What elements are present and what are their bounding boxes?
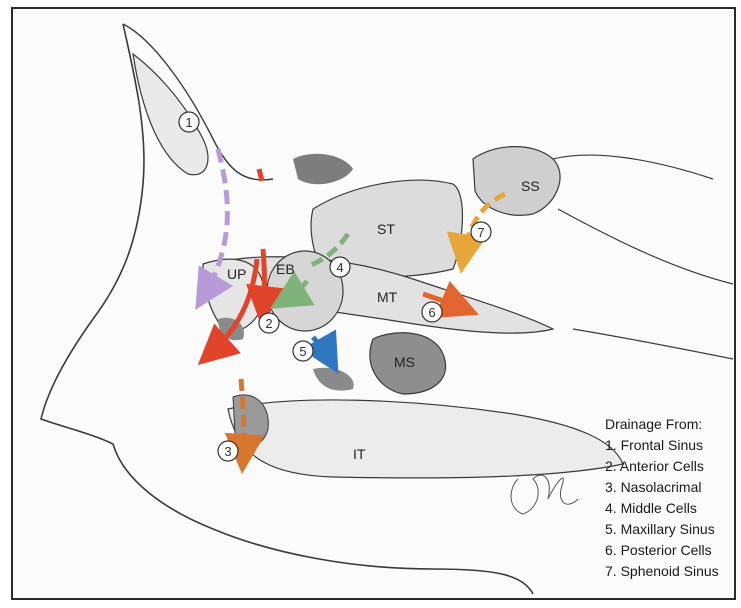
marker-6: 6 bbox=[422, 302, 442, 322]
illustration-frame: 1 2 3 4 5 6 7 ST SS UP EB MT MS IT Drain… bbox=[11, 7, 736, 600]
dark-cavity-1 bbox=[293, 154, 353, 184]
marker-7-text: 7 bbox=[477, 225, 484, 240]
anterior-drainage-arrow-1 bbox=[263, 249, 265, 311]
drainage-legend: Drainage From: 1. Frontal Sinus 2. Anter… bbox=[605, 414, 719, 582]
label-superior-turbinate: ST bbox=[377, 221, 395, 237]
marker-4-text: 4 bbox=[336, 260, 343, 275]
legend-item-sphenoid: 7. Sphenoid Sinus bbox=[605, 561, 719, 582]
legend-title: Drainage From: bbox=[605, 414, 719, 435]
marker-7: 7 bbox=[471, 222, 491, 242]
nasolacrimal-drainage-arrow bbox=[241, 379, 244, 459]
legend-item-nasolacrimal: 3. Nasolacrimal bbox=[605, 477, 719, 498]
nasolacrimal-opening-shape bbox=[233, 395, 268, 446]
posterior-skull-outline bbox=[553, 155, 733, 359]
artist-signature bbox=[511, 475, 578, 514]
marker-5: 5 bbox=[293, 341, 313, 361]
marker-2: 2 bbox=[259, 313, 279, 333]
inferior-turbinate-shape bbox=[228, 400, 623, 478]
marker-3: 3 bbox=[218, 441, 238, 461]
anterior-drainage-arrow-3 bbox=[259, 169, 262, 181]
label-sphenoid-sinus: SS bbox=[521, 178, 540, 194]
legend-item-frontal: 1. Frontal Sinus bbox=[605, 435, 719, 456]
marker-6-text: 6 bbox=[428, 305, 435, 320]
legend-item-maxillary: 5. Maxillary Sinus bbox=[605, 519, 719, 540]
marker-5-text: 5 bbox=[299, 344, 306, 359]
marker-1: 1 bbox=[179, 112, 199, 132]
label-uncinate-process: UP bbox=[227, 266, 246, 282]
label-maxillary-sinus: MS bbox=[394, 354, 415, 370]
legend-item-middle: 4. Middle Cells bbox=[605, 498, 719, 519]
marker-2-text: 2 bbox=[265, 316, 272, 331]
maxillary-drainage-arrow bbox=[313, 337, 331, 361]
marker-1-text: 1 bbox=[185, 115, 192, 130]
label-middle-turbinate: MT bbox=[377, 289, 398, 305]
marker-3-text: 3 bbox=[224, 444, 231, 459]
legend-item-anterior: 2. Anterior Cells bbox=[605, 456, 719, 477]
label-inferior-turbinate: IT bbox=[353, 446, 366, 462]
legend-item-posterior: 6. Posterior Cells bbox=[605, 540, 719, 561]
marker-4: 4 bbox=[330, 257, 350, 277]
label-ethmoid-bulla: EB bbox=[276, 261, 295, 277]
dark-cavity-3 bbox=[313, 368, 354, 391]
